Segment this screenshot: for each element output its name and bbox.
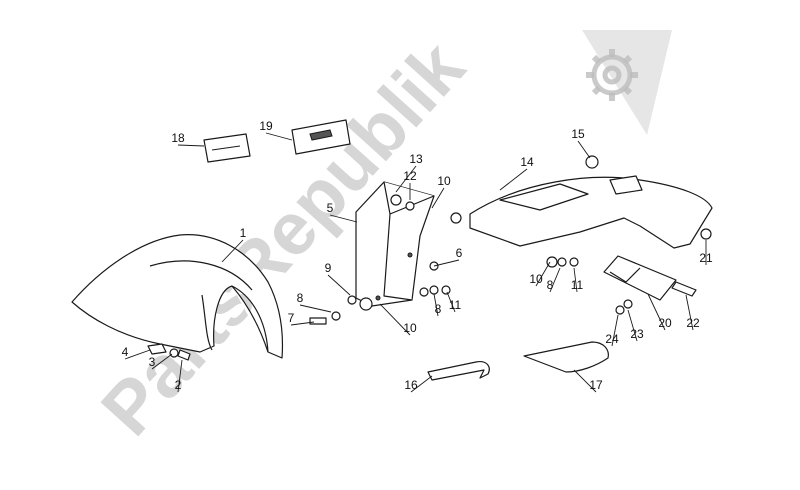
- screw-7: [309, 317, 327, 325]
- leader-line-c8b: [433, 293, 439, 317]
- callout-c2: 2: [175, 378, 182, 392]
- tool-bag-17: [523, 341, 609, 373]
- leader-line-c3: [151, 353, 173, 370]
- callout-c18: 18: [171, 131, 185, 145]
- leader-line-c4: [124, 349, 151, 360]
- washer-3: [169, 348, 179, 358]
- leader-line-c17: [573, 369, 597, 393]
- callout-c7: 7: [288, 311, 295, 325]
- leader-line-c11b: [573, 267, 578, 293]
- leader-line-c6: [433, 259, 460, 267]
- mudguard-fasteners: [147, 343, 191, 361]
- callout-c11: 11: [449, 298, 462, 312]
- front-mudguard: [71, 234, 284, 359]
- leader-line-c14: [499, 168, 528, 191]
- callout-c4: 4: [122, 345, 129, 359]
- callout-c20: 20: [658, 316, 672, 330]
- callout-c9: 9: [325, 261, 332, 275]
- callout-c13: 13: [409, 152, 423, 166]
- callout-c22: 22: [686, 316, 700, 330]
- leader-line-c18: [177, 144, 205, 147]
- leader-line-c11: [446, 291, 456, 313]
- gear-icon: [582, 30, 672, 135]
- leader-line-c23: [627, 309, 638, 342]
- callout-c8: 8: [297, 291, 304, 305]
- callout-c6: 6: [456, 246, 463, 260]
- callout-c11b: 11: [571, 278, 584, 292]
- callout-c5: 5: [327, 201, 334, 215]
- strap-16: [427, 361, 490, 381]
- leader-line-c9: [327, 274, 351, 296]
- callout-c8c: 8: [547, 278, 554, 292]
- callout-c10: 10: [437, 174, 451, 188]
- leader-line-c10c: [535, 261, 551, 287]
- callout-c21: 21: [699, 251, 713, 265]
- decals: [203, 119, 351, 163]
- callout-c16: 16: [404, 378, 418, 392]
- watermark-text: PartsRepublik: [85, 25, 480, 451]
- callout-c23: 23: [630, 327, 644, 341]
- screw-2: [177, 349, 191, 361]
- leader-line-c24: [611, 314, 619, 347]
- callout-c15: 15: [571, 127, 585, 141]
- leader-line-c15: [577, 140, 591, 159]
- callout-c19: 19: [259, 119, 273, 133]
- inner-panel: [355, 181, 435, 307]
- leader-line-c2: [177, 359, 183, 393]
- callout-c17: 17: [589, 378, 603, 392]
- leader-line-c8c: [549, 267, 561, 293]
- leader-line-c7: [290, 321, 315, 326]
- leader-line-c13: [395, 165, 417, 193]
- leader-line-c1: [221, 239, 244, 263]
- plate-bracket: [546, 228, 712, 315]
- callout-c8b: 8: [435, 302, 442, 316]
- callout-c3: 3: [149, 355, 156, 369]
- callout-c1: 1: [240, 226, 247, 240]
- leader-line-c16: [410, 375, 433, 393]
- leader-line-c10b: [379, 303, 411, 336]
- leader-line-c5: [329, 214, 358, 223]
- callout-c12: 12: [403, 169, 417, 183]
- leader-line-c20: [647, 293, 666, 331]
- leader-line-c8: [299, 304, 332, 313]
- rear-fender: [469, 155, 713, 249]
- grommet-15: [585, 155, 599, 169]
- callout-c10b: 10: [403, 321, 417, 335]
- callout-c14: 14: [520, 155, 534, 169]
- leader-line-c10: [431, 187, 445, 209]
- bracket-4: [147, 343, 167, 355]
- callout-c10c: 10: [529, 272, 543, 286]
- leader-line-c19: [265, 132, 293, 141]
- callout-c24: 24: [605, 332, 619, 346]
- leader-line-c22: [685, 294, 694, 331]
